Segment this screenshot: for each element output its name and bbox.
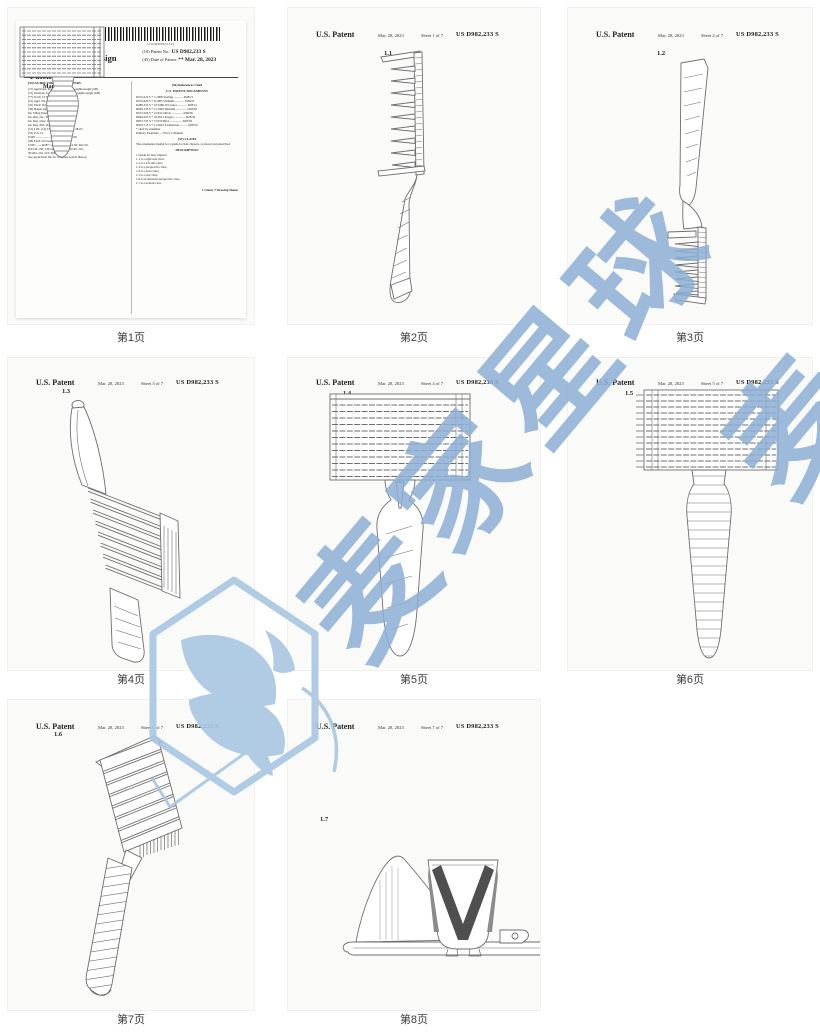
patent-number: US D982,233 S [172,49,206,55]
page-2-thumbnail[interactable]: U.S. Patent Mar. 28, 2023 Sheet 1 of 7 U… [288,8,540,324]
page-caption-1: 第1页 [8,329,254,345]
patent-date-label: (45) Date of Patent: [142,57,177,62]
fig-1-3-drawing [8,358,254,670]
fig-1-4-drawing [288,358,540,670]
fig-1-7-drawing [288,700,540,1010]
page-caption-2: 第2页 [288,329,540,345]
barcode-number: USOOD982233S [102,42,220,46]
description-heading: DESCRIPTION [136,148,238,152]
patent-no-label: (10) Patent No.: [142,49,170,54]
page-caption-6: 第6页 [568,671,812,687]
page-caption-7: 第7页 [8,1011,254,1027]
barcode [102,27,220,41]
fig-1-5-drawing [568,358,812,670]
front-page-figure [16,21,108,161]
description-list: 1 Guide for hair clippers: 1.1 is a righ… [136,153,238,185]
page-caption-3: 第3页 [568,329,812,345]
us-docs-heading: U.S. PATENT DOCUMENTS [136,89,238,93]
fig-1-2-drawing [568,8,812,324]
page-3-thumbnail[interactable]: U.S. Patent Mar. 28, 2023 Sheet 2 of 7 U… [568,8,812,324]
page-6-thumbnail[interactable]: U.S. Patent Mar. 28, 2023 Sheet 5 of 7 U… [568,358,812,670]
page-1-thumbnail[interactable]: USOOD982233S (12) United States Design P… [8,8,254,324]
examiner-line: Primary Examiner — Erica C Bennett [136,131,238,135]
page-caption-4: 第4页 [8,671,254,687]
page-5-thumbnail[interactable]: U.S. Patent Mar. 28, 2023 Sheet 4 of 7 U… [288,358,540,670]
claim-text: The ornamental design for a guide for ha… [136,142,238,146]
references-list: D219,410 S * 1/1968 Sterling ...........… [136,95,238,127]
page-caption-5: 第5页 [288,671,540,687]
references-heading: (56) References Cited [136,83,238,87]
page-caption-8: 第8页 [288,1011,540,1027]
fig-1-1-drawing [288,8,540,324]
drawing-sheets-note: 1 Claim, 7 Drawing Sheets [136,188,238,192]
page-7-thumbnail[interactable]: U.S. Patent Mar. 28, 2023 Sheet 6 of 7 U… [8,700,254,1010]
claim-heading: (57) CLAIM [136,137,238,141]
patent-front-page: USOOD982233S (12) United States Design P… [16,21,246,318]
fig-1-6-drawing [8,700,254,1010]
page-4-thumbnail[interactable]: U.S. Patent Mar. 28, 2023 Sheet 3 of 7 U… [8,358,254,670]
page-8-thumbnail[interactable]: U.S. Patent Mar. 28, 2023 Sheet 7 of 7 U… [288,700,540,1010]
patent-date: ** Mar. 28, 2023 [178,57,216,63]
